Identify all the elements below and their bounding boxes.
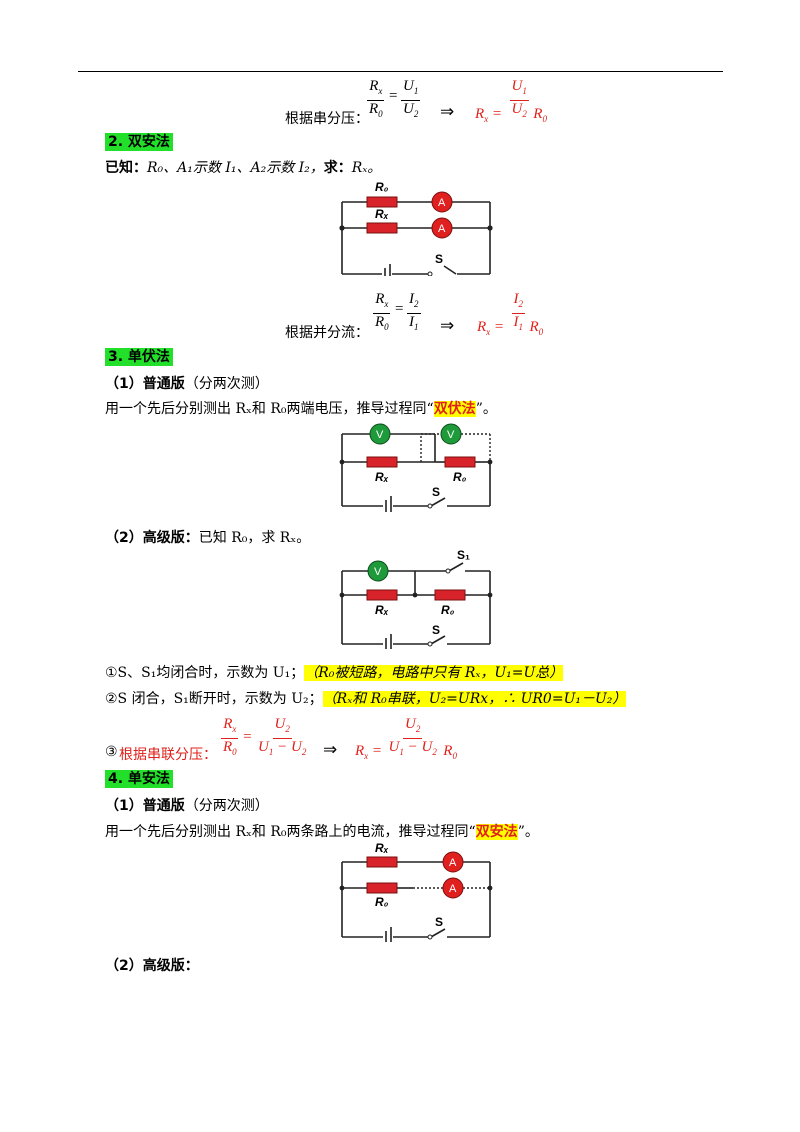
step-2: ②S 闭合，S₁断开时，示数为 U₂；（Rₓ和 R₀串联，U₂=URx，∴ UR… [105,691,627,707]
equation-label: 根据串分压： [285,111,369,127]
resistor-rx [366,222,398,234]
svg-text:V: V [447,429,455,441]
svg-text:R₀: R₀ [453,470,467,484]
circuit-single-voltmeter-advanced: V Rₓ R₀ S S₁ [339,549,493,649]
svg-text:R₀: R₀ [375,895,389,909]
ammeter-a1 [431,191,453,213]
voltmeter-right [440,423,462,445]
known-line: 已知：R₀、A₁示数 I₁、A₂示数 I₂，求：Rₓ。 [105,160,382,176]
svg-text:S₁: S₁ [457,549,470,562]
ammeter-bottom [442,877,464,899]
circuit-double-ammeter: R₀ Rₓ A A S [339,180,493,276]
svg-text:Rₓ: Rₓ [375,603,389,617]
sub-heading-basic: （1）普通版（分两次测） [105,376,269,392]
ratio-rx-r0: Rx R0 [367,78,385,119]
sub-heading-basic-4: （1）普通版（分两次测） [105,798,269,814]
svg-text:V: V [376,429,384,441]
svg-text:V: V [374,566,382,578]
svg-text:A: A [449,883,457,895]
section-title-double-ammeter: 2. 双安法 [105,133,173,151]
step-1: ①S、S₁均闭合时，示数为 U₁；（R₀被短路，电路中只有 Rₓ，U₁=U总） [105,665,564,681]
svg-text:R₀: R₀ [441,603,455,617]
basic-description: 用一个先后分别测出 Rₓ和 R₀两端电压，推导过程同“双伏法”。 [105,401,497,417]
section-title-single-ammeter: 4. 单安法 [105,770,173,788]
label-r0: R₀ [375,180,389,194]
voltmeter-left [369,423,391,445]
header-rule [78,71,723,72]
svg-text:A: A [449,857,457,869]
basic-description-4: 用一个先后分别测出 Rₓ和 R₀两条路上的电流，推导过程同“双安法”。 [105,824,539,840]
svg-text:Rₓ: Rₓ [375,470,389,484]
sub-heading-advanced-4: （2）高级版： [105,958,199,974]
circuit-single-voltmeter-basic: V V Rₓ R₀ S [339,423,493,512]
section-title-single-voltmeter: 3. 单伏法 [105,348,173,366]
ammeter-a2 [431,217,453,239]
svg-text:S: S [432,485,440,499]
sub-heading-advanced: （2）高级版：已知 R₀，求 Rₓ。 [105,530,311,546]
ammeter-top [442,851,464,873]
svg-text:S: S [432,623,440,637]
label-switch-s: S [435,252,443,266]
circuit-single-ammeter: A A Rₓ R₀ S [339,842,493,942]
label-rx: Rₓ [375,207,389,221]
svg-text:S: S [435,915,443,929]
resistor-r0 [366,196,398,208]
svg-text:A: A [438,197,446,209]
svg-text:A: A [438,223,446,235]
svg-text:Rₓ: Rₓ [375,842,389,855]
voltmeter [367,560,389,582]
ratio-u1-u2: U1 U2 [401,78,421,119]
implies-arrow: ⇒ [440,102,455,121]
